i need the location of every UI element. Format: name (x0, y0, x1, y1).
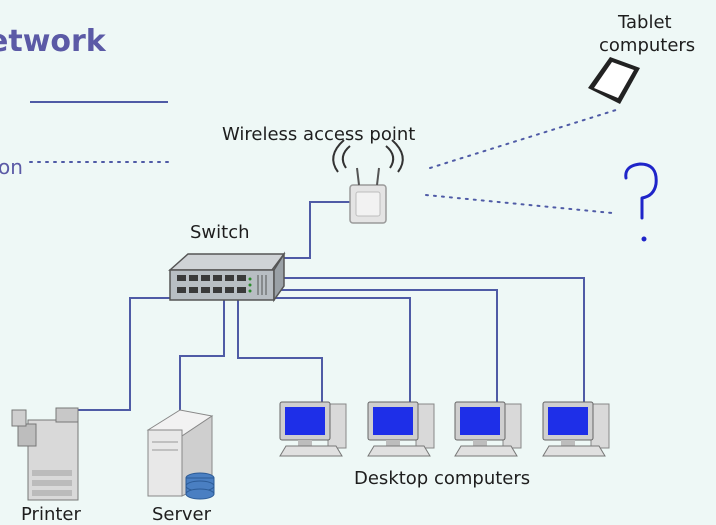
printer-icon (11, 407, 79, 501)
printer-label: Printer (21, 504, 81, 525)
server-icon (146, 409, 215, 500)
link-switch-desktop-4 (275, 277, 585, 405)
server-label: Server (152, 504, 212, 525)
link-switch-server (179, 300, 225, 412)
handwritten-question-mark (624, 162, 658, 242)
link-switch-ap (272, 201, 350, 259)
wired-links (78, 201, 585, 412)
switch-icon (168, 251, 286, 303)
tablet-icon (588, 57, 640, 104)
wireless-link-unknown (425, 194, 613, 214)
link-switch-desktop-3 (275, 289, 498, 405)
link-switch-printer (78, 297, 178, 411)
desktop-computer-icon-2 (367, 401, 435, 457)
diagram-title: etwork (0, 24, 106, 59)
tablet-label-line1: Tablet (618, 12, 672, 33)
wireless-access-point-icon (332, 139, 404, 224)
switch-label: Switch (190, 222, 250, 243)
desktop-computers-label: Desktop computers (354, 468, 531, 489)
desktop-computer-icon-4 (542, 401, 610, 457)
link-switch-desktop-2 (270, 297, 411, 405)
desktop-computer-icon-1 (279, 401, 347, 457)
tablet-label-line2: computers (599, 35, 696, 56)
wireless-legend-label: on (0, 155, 23, 179)
wireless-link-tablet (429, 109, 617, 169)
desktop-computer-icon-3 (454, 401, 522, 457)
wireless-access-point-label: Wireless access point (222, 124, 416, 145)
link-switch-desktop-1 (237, 300, 323, 405)
